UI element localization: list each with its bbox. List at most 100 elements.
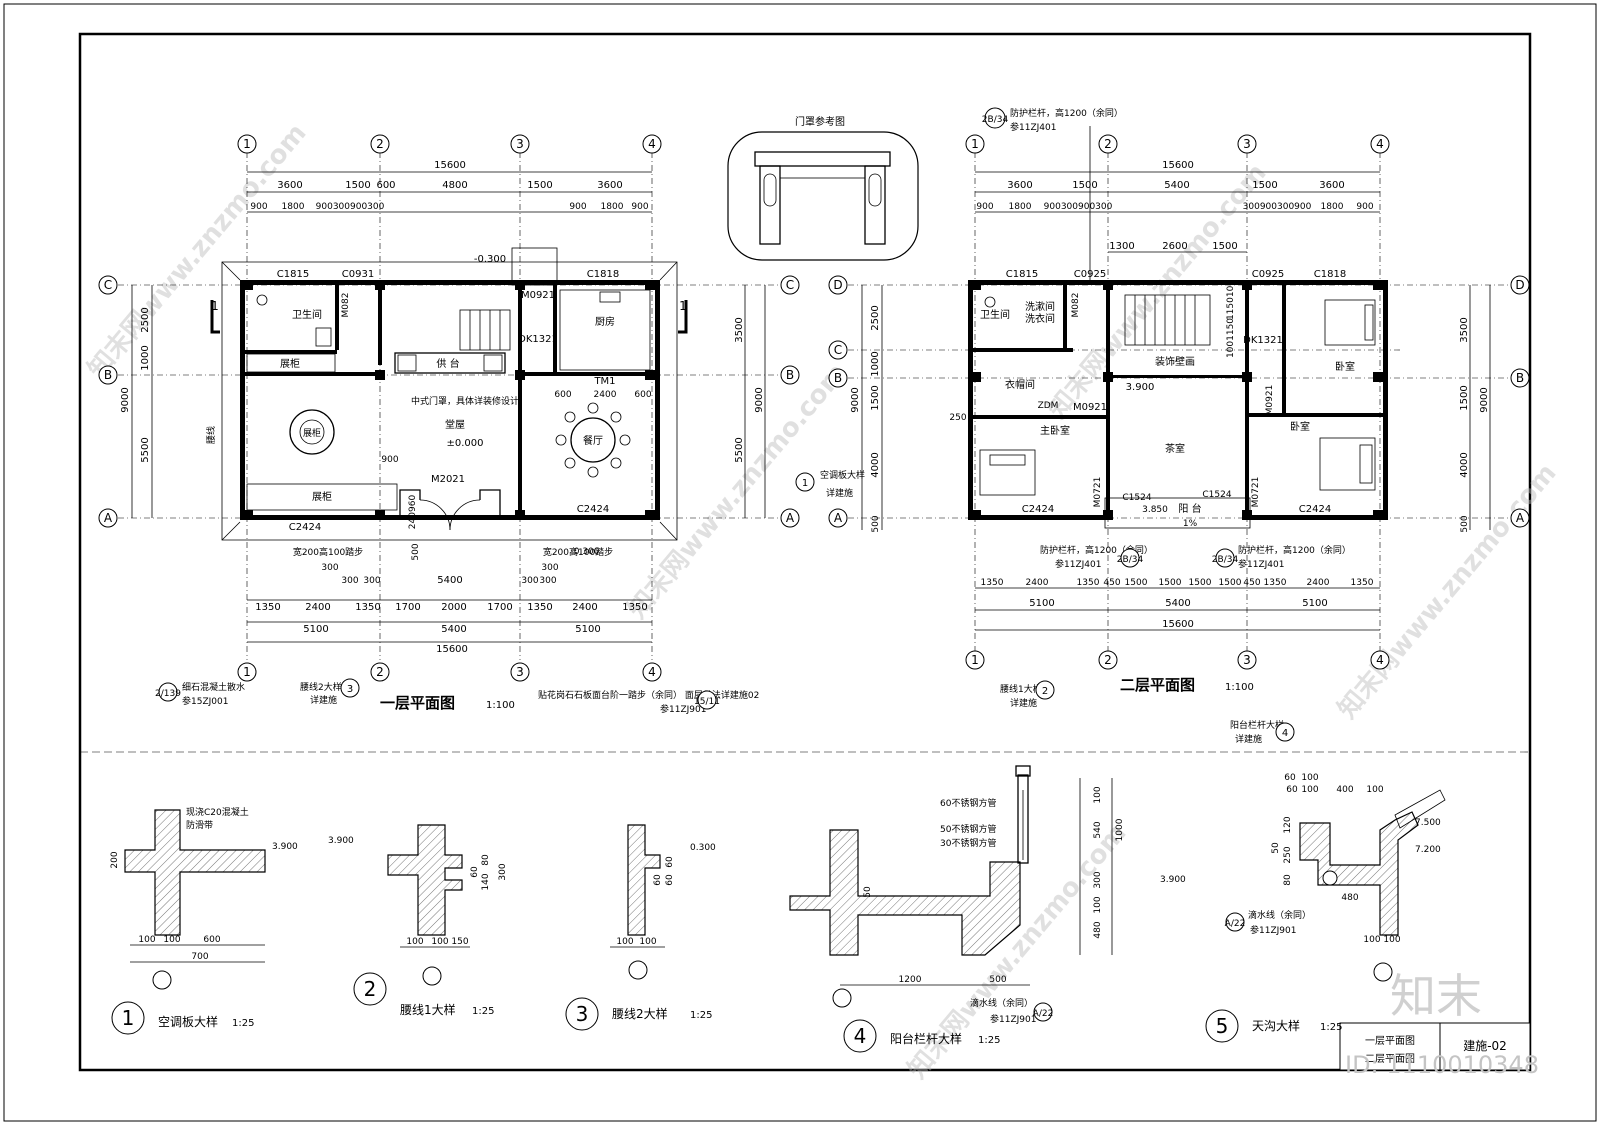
dim: 1000 [140, 345, 151, 370]
door-tag: DK1321 [518, 334, 558, 345]
detail-number: 5 [1216, 1014, 1229, 1038]
sheet-number: 建施-02 [1463, 1039, 1507, 1053]
dim: 500 [411, 543, 421, 560]
dim: 1500 [1189, 578, 1212, 588]
axis-label: B [104, 368, 112, 382]
detail-5-gutter: 60 100 400 100 60 100 120 250 50 80 480 … [1205, 773, 1446, 1043]
detail-scale: 1:25 [232, 1018, 254, 1029]
note: 腰线1大样 [1000, 683, 1042, 695]
axis-label: D [1515, 278, 1524, 292]
plan2-axis-bubbles: 1 2 3 4 1 2 3 4 D C B A D B A [828, 134, 1530, 670]
dim: 600 [203, 935, 220, 945]
note: 详建施 [826, 487, 853, 499]
detail-4-balcony-railing: 60不锈钢方管 50不锈钢方管 30不锈钢方管 3.900 100 540 30… [789, 765, 1186, 1053]
window-tag: C0931 [342, 269, 374, 280]
dim: 450 [1243, 578, 1260, 588]
dim: 1500 [870, 385, 881, 410]
window-tag: C1818 [587, 269, 619, 280]
dim: 1800 [1321, 202, 1344, 212]
cabinet-top-label: 展柜 [280, 357, 300, 370]
axis-label: C [104, 278, 112, 292]
dim: 50 [863, 886, 873, 898]
laundry-label: 洗漱间 [1025, 300, 1055, 313]
dim: 300 [498, 863, 508, 880]
dim: 600 [554, 390, 571, 400]
dim: 900 [976, 202, 993, 212]
dim: 100 [616, 937, 633, 947]
window-tag: C1524 [1122, 493, 1151, 503]
window-tag: C2424 [577, 504, 609, 515]
detail-level: 3.900 [1160, 875, 1186, 885]
watermark-site: 知末网www.znzmo.com [82, 118, 312, 384]
dim: 100 [163, 935, 180, 945]
dim: 1000 [1115, 818, 1125, 841]
note-index: 2B/34 [982, 115, 1009, 125]
dim: 300900300900 [1243, 202, 1312, 212]
dim: 600 [376, 180, 395, 191]
note-ref: 参11ZJ401 [1238, 558, 1284, 570]
detail-level: 0.300 [690, 843, 716, 853]
dim: 500 [1460, 515, 1470, 532]
axis-label: A [834, 511, 843, 525]
axis-label: D [833, 278, 842, 292]
dim: 1500 [527, 180, 552, 191]
railing-note: 30不锈钢方管 [940, 837, 996, 849]
dim: 150 [451, 937, 468, 947]
door-tag: ZDM [1038, 401, 1059, 411]
detail-level: 3.900 [272, 842, 298, 852]
window-tag: C2424 [1022, 504, 1054, 515]
note-ref: 参15ZJ001 [182, 695, 228, 707]
dim: 2500 [870, 305, 881, 330]
detail-1-ac-slab: 现浇C20混凝土 防滑带 3.900 200 100 100 600 700 1… [110, 806, 298, 1035]
door-tag: TM1 [593, 376, 615, 387]
dim: 120 [1283, 816, 1293, 833]
door-note: 中式门罩，具体详装修设计 [411, 395, 519, 407]
dim: 100 [1383, 935, 1400, 945]
dim: 5100 [1029, 598, 1054, 609]
drip-ref: 参11ZJ901 [990, 1013, 1036, 1025]
watermark-id: ID: 1110010348 [1345, 1051, 1539, 1079]
axis-label: 1 [971, 653, 979, 667]
dim: 1800 [601, 202, 624, 212]
plan2-title: 二层平面图 [1120, 676, 1195, 694]
dim: 200 [110, 851, 120, 868]
inner-frame [78, 32, 1532, 1072]
dim: 1500 [1072, 180, 1097, 191]
dim: 300 [363, 576, 380, 586]
dim: 500 [871, 515, 881, 532]
detail-name: 阳台栏杆大样 [890, 1031, 962, 1046]
detail-name: 天沟大样 [1252, 1018, 1300, 1033]
first-floor-plan: 1 2 3 4 1 2 3 4 C B A C B A [98, 134, 800, 715]
dim: 140 [481, 873, 491, 890]
axis-label: A [1516, 511, 1525, 525]
dim: 3600 [597, 180, 622, 191]
toilet-label: 卫生间 [980, 308, 1010, 321]
dim: 900300900300 [316, 202, 385, 212]
window-tag: C0925 [1252, 269, 1284, 280]
axis-label: B [834, 371, 842, 385]
cabinet-bottom-label: 展柜 [312, 490, 332, 503]
axis-label: 3 [1243, 137, 1251, 151]
dim: 1350 [527, 602, 552, 613]
window-tag: C1524 [1202, 490, 1231, 500]
axis-label: C [786, 278, 794, 292]
dim: 1700 [487, 602, 512, 613]
dim: 1500 [1459, 385, 1470, 410]
dim: 300 [521, 576, 538, 586]
dim: 1350 [255, 602, 280, 613]
detail-number: 4 [854, 1024, 867, 1048]
cabinet-center-label: 展柜 [303, 427, 321, 439]
dim: 100 [431, 937, 448, 947]
axis-label: 3 [1243, 653, 1251, 667]
bedroom-label: 卧室 [1335, 360, 1355, 373]
door-cover-title: 门罩参考图 [795, 115, 845, 128]
note-index: 4 [1282, 728, 1288, 739]
dim: 2400 [594, 390, 617, 400]
dim: 1150100 [1226, 280, 1236, 320]
drip-index: A/22 [1033, 1009, 1054, 1019]
axis-label: 1 [243, 665, 251, 679]
dim: 100 [1093, 896, 1103, 913]
detail-name: 腰线1大样 [400, 1002, 456, 1017]
dim: 480 [1341, 893, 1358, 903]
